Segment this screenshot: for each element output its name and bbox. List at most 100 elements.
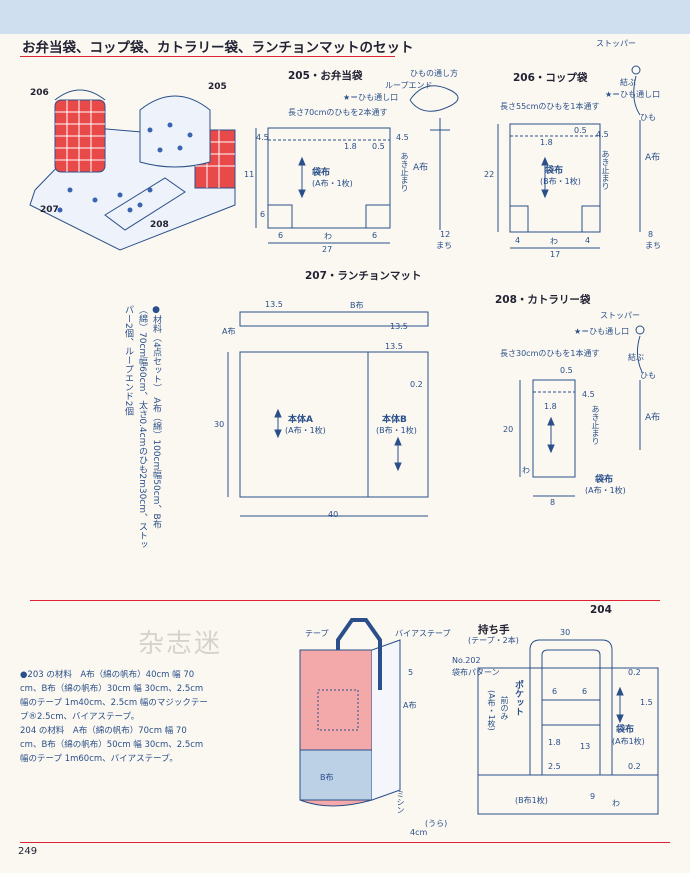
photo-label-207: 207 xyxy=(40,205,59,215)
d206-dim-7: 17 xyxy=(550,250,561,259)
materials-203-line1: ●203 の材料 A布（綿の帆布）40cm 幅 70 xyxy=(20,670,195,680)
d204-dim-6a: 6 xyxy=(552,687,558,696)
d207-panel-b: 本体B xyxy=(382,415,407,425)
d208-stopper: ストッパー xyxy=(600,311,640,320)
d205-loop-end: ループエンド xyxy=(385,81,433,90)
d204-number: 204 xyxy=(590,604,612,616)
section-divider xyxy=(30,600,660,601)
d206-opening: あき止まり xyxy=(601,150,610,190)
watermark: 杂志迷 xyxy=(138,629,223,659)
photo-label-208: 208 xyxy=(150,220,169,230)
d205-side-label: A布 xyxy=(413,163,429,173)
d206-sub-label: (B布・1枚) xyxy=(540,177,581,186)
materials-203-line3: 幅のテープ 1m40cm、2.5cm 幅のマジックテー xyxy=(20,698,208,708)
d204-main-label: 袋布 xyxy=(616,725,635,735)
d204-wa: わ xyxy=(612,799,620,808)
d207-panel-a: 本体A xyxy=(288,415,313,425)
d206-stopper: ストッパー xyxy=(596,39,636,48)
d205-dim-4: 4.5 xyxy=(396,133,409,142)
d205-star-note: ★＝ひも通し口 xyxy=(343,93,399,102)
materials-4set-line1: ●材料（4点セット） A布（綿）100cm幅50cm、B布 xyxy=(151,305,161,529)
d208-wa: わ xyxy=(522,466,530,475)
d208-opening: あき止まり xyxy=(591,405,600,445)
d205-dim-8: 6 xyxy=(372,231,378,240)
d208-main-label: 袋布 xyxy=(595,475,614,485)
d205-sub-label: (A布・1枚) xyxy=(312,179,353,188)
d206-dim-4: 22 xyxy=(484,170,495,179)
diagram-205 xyxy=(255,85,459,244)
diagram-204 xyxy=(477,639,659,815)
d208-cord: ひも xyxy=(640,371,656,380)
heading-206: 206・コップ袋 xyxy=(513,72,588,84)
d207-dim-6: 40 xyxy=(328,510,339,519)
d206-dim-1: 0.5 xyxy=(574,126,587,135)
bottom-rule xyxy=(20,842,670,843)
d205-dim-6: 6 xyxy=(260,210,266,219)
bag-a-cloth: A布 xyxy=(403,701,417,710)
d204-bottom-label: (B布1枚) xyxy=(515,796,548,805)
bag-back: (うら) xyxy=(425,819,448,828)
bag-bias-tape: バイアステープ xyxy=(395,629,451,638)
d204-pocket-sub: (A布・1枚) xyxy=(487,690,496,731)
d204-dim-02b: 0.2 xyxy=(628,762,641,771)
d206-main-label: 袋布 xyxy=(545,166,564,176)
d204-dim-9: 9 xyxy=(590,792,596,801)
d208-dim-1: 0.5 xyxy=(560,366,573,375)
materials-4set-line2: （綿）70cm幅60cm、太さ0.4cmのひも2m30cm、ストッ xyxy=(137,305,147,550)
d206-dim-6: 4 xyxy=(585,236,591,245)
bag-sewing: ミシン xyxy=(396,790,405,814)
d205-dim-10: 12 xyxy=(440,230,451,239)
d206-dim-5: 4 xyxy=(515,236,521,245)
materials-204-line1: 204 の材料 A布（綿の帆布）70cm 幅 70 xyxy=(20,726,187,736)
d207-dim-1: 13.5 xyxy=(265,300,283,309)
d206-dim-8: 8 xyxy=(648,230,654,239)
materials-203-line2: cm、B布（綿の帆布）30cm 幅 30cm、2.5cm xyxy=(20,684,204,694)
heading-205: 205・お弁当袋 xyxy=(288,70,363,82)
heading-207: 207・ランチョンマット xyxy=(305,270,422,282)
photo-label-205: 205 xyxy=(208,82,227,92)
d206-cord-note: 長さ55cmのひもを1本通す xyxy=(500,102,600,111)
d207-dim-2: 13.5 xyxy=(390,322,408,331)
d205-cord-note: 長さ70cmのひもを2本通す xyxy=(288,108,388,117)
d204-dim-25: 2.5 xyxy=(548,762,561,771)
d204-pocket: ポケット xyxy=(513,680,523,716)
d208-dim-2: 1.8 xyxy=(544,402,557,411)
materials-204-line3: 幅のテープ 1m60cm、バイアステープ。 xyxy=(20,754,178,764)
d206-knot: 結ぶ xyxy=(620,78,636,87)
top-band xyxy=(0,0,690,34)
d204-pattern-ref: No.202 xyxy=(452,656,481,665)
d207-panel-a-sub: (A布・1枚) xyxy=(285,426,326,435)
d208-sub-label: (A布・1枚) xyxy=(585,486,626,495)
d208-dim-5: 8 xyxy=(550,498,556,507)
d205-dim-9: 27 xyxy=(322,245,333,254)
d206-cord: ひも xyxy=(640,113,656,122)
d205-dim-3: 0.5 xyxy=(372,142,385,151)
d207-dim-5: 30 xyxy=(214,420,225,429)
d205-dim-2: 1.8 xyxy=(344,142,357,151)
d205-cord-pass: ひもの通し方 xyxy=(410,69,458,78)
d205-dim-5: 11 xyxy=(244,170,255,179)
d204-handle-sub: (テープ・2本) xyxy=(468,636,519,645)
d208-dim-4: 20 xyxy=(503,425,514,434)
d206-wa: わ xyxy=(550,237,558,246)
diagram-207 xyxy=(227,311,429,517)
d206-dim-3: 4.5 xyxy=(596,130,609,139)
page-title: お弁当袋、コップ袋、カトラリー袋、ランチョンマットのセット xyxy=(22,40,414,56)
d204-pattern-ref2: 袋布パターン xyxy=(452,668,500,677)
bag-tape: テープ xyxy=(305,629,329,638)
d204-handle: 持ち手 xyxy=(478,624,510,636)
heading-208: 208・カトラリー袋 xyxy=(495,294,591,306)
diagram-206 xyxy=(497,65,641,249)
d207-b-cloth: B布 xyxy=(350,301,364,310)
d206-star-note: ★＝ひも通し口 xyxy=(605,90,661,99)
title-underline xyxy=(20,56,395,57)
product-photo xyxy=(29,89,236,251)
d206-machi: まち xyxy=(645,241,661,250)
d207-dim-3: 13.5 xyxy=(385,342,403,351)
bag-b-cloth: B布 xyxy=(320,773,334,782)
d204-dim-30: 30 xyxy=(560,628,571,637)
d208-dim-3: 4.5 xyxy=(582,390,595,399)
d204-main-sub: (A布1枚) xyxy=(612,737,645,746)
materials-4set-line3: パー2個、ループエンド2個 xyxy=(123,305,133,416)
